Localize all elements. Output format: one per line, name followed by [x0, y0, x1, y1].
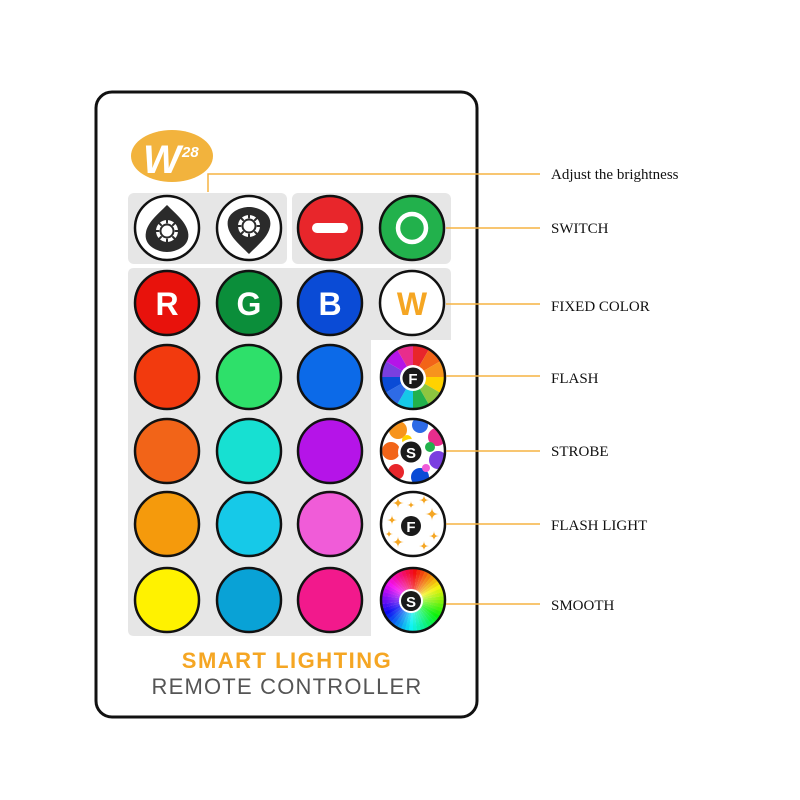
sun-up-icon: [145, 205, 189, 252]
title-line-2: REMOTE CONTROLLER: [152, 674, 423, 699]
title-line-1: SMART LIGHTING: [182, 648, 392, 673]
callout-flash: FLASH: [551, 371, 599, 387]
svg-text:W: W: [397, 286, 428, 322]
callout-flash-light: FLASH LIGHT: [551, 518, 647, 534]
color-button-r4-c1[interactable]: [133, 566, 201, 634]
badge-letter: W: [143, 138, 184, 182]
color-button-r2-c3[interactable]: [296, 417, 364, 485]
brightness-down-button[interactable]: [215, 194, 283, 262]
brightness-up-button[interactable]: [133, 194, 201, 262]
white-button[interactable]: W: [378, 269, 446, 337]
green-button[interactable]: G: [215, 269, 283, 337]
color-button-r1-c3[interactable]: [296, 343, 364, 411]
svg-text:F: F: [406, 519, 415, 536]
minus-icon: [312, 223, 348, 233]
flash-light-button[interactable]: F: [379, 490, 447, 558]
off-button[interactable]: [296, 194, 364, 262]
color-button-r2-c1[interactable]: [133, 417, 201, 485]
sun-down-icon: [227, 207, 271, 254]
model-badge: W 28: [131, 130, 213, 182]
color-panel: [128, 268, 451, 636]
color-button-r3-c1[interactable]: [133, 490, 201, 558]
flash-button[interactable]: F: [379, 343, 447, 411]
color-button-r2-c2[interactable]: [215, 417, 283, 485]
power-on-icon: [395, 211, 429, 245]
strobe-button[interactable]: S: [379, 417, 447, 486]
sparkle-icon: [385, 495, 439, 551]
red-button[interactable]: R: [133, 269, 201, 337]
color-button-r1-c1[interactable]: [133, 343, 201, 411]
color-button-r3-c3[interactable]: [296, 490, 364, 558]
callout-brightness: Adjust the brightness: [551, 167, 679, 183]
badge-number: 28: [181, 144, 199, 161]
color-button-r4-c3[interactable]: [296, 566, 364, 634]
color-button-r3-c2[interactable]: [215, 490, 283, 558]
on-button[interactable]: [378, 194, 446, 262]
color-grid: [133, 343, 364, 634]
callout-smooth: SMOOTH: [551, 598, 615, 614]
svg-text:G: G: [237, 286, 262, 322]
callout-fixed-color: FIXED COLOR: [551, 299, 650, 315]
blue-button[interactable]: B: [296, 269, 364, 337]
callout-switch: SWITCH: [551, 221, 609, 237]
svg-text:B: B: [318, 286, 341, 322]
color-button-r4-c2[interactable]: [215, 566, 283, 634]
svg-text:S: S: [406, 594, 416, 611]
svg-text:S: S: [406, 445, 416, 462]
callout-strobe: STROBE: [551, 444, 609, 460]
smooth-button[interactable]: S: [379, 566, 447, 634]
color-button-r1-c2[interactable]: [215, 343, 283, 411]
svg-text:F: F: [408, 371, 417, 388]
svg-text:R: R: [155, 286, 178, 322]
callout-lines: [207, 173, 540, 605]
